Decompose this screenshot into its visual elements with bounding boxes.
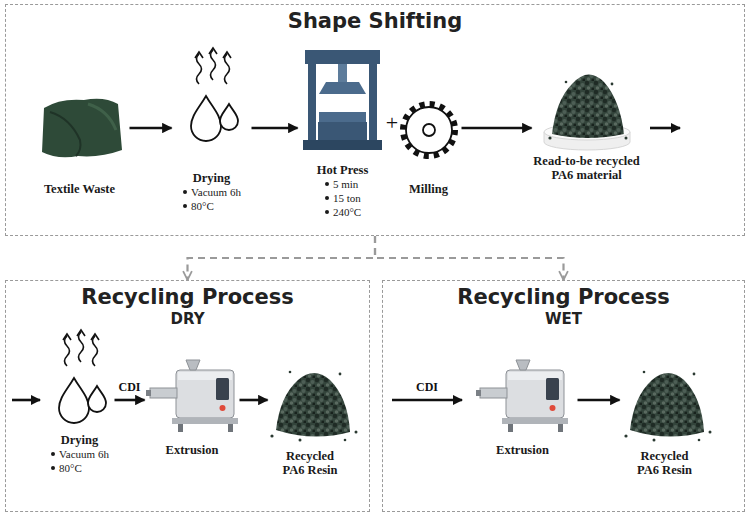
flow-arrow [12, 399, 40, 402]
flow-arrow [578, 399, 620, 402]
step-detail: 5 min [324, 177, 358, 191]
branch-connector [375, 236, 564, 280]
flow-arrow [115, 399, 145, 402]
flow-arrow [462, 127, 532, 130]
plus-sign: + [386, 112, 398, 134]
step-label: Recycled PA6 Resin [629, 449, 701, 477]
step-detail: 80°C [50, 461, 82, 475]
step-label: Drying [193, 171, 231, 185]
resin-granules [270, 371, 357, 442]
box-title: Recycling Process [457, 284, 670, 310]
process-step: Milling [396, 88, 462, 196]
additive-label: CDI [416, 381, 438, 394]
box-subtitle: WET [545, 310, 582, 328]
press-column [308, 64, 316, 142]
granule [625, 137, 628, 140]
dashed-group-box: Recycling ProcessWET Extrusion Recycled PA… [382, 280, 745, 512]
extruder-machine [146, 360, 238, 432]
press-column [369, 64, 377, 142]
step-label: Read-to-be recycled PA6 material [532, 154, 642, 182]
box-title: Recycling Process [81, 284, 294, 310]
step-label: Recycled PA6 Resin [274, 449, 346, 477]
step-label: Extrusion [496, 443, 549, 457]
flow-arrow [650, 127, 680, 130]
flow-arrow [240, 399, 268, 402]
process-step: Textile Waste [30, 88, 130, 196]
step-label: Textile Waste [44, 182, 115, 196]
flow-arrow [130, 127, 172, 130]
press-block [318, 122, 367, 140]
press-platen [319, 82, 366, 94]
flow-arrow [392, 399, 462, 402]
step-label: Drying [61, 433, 99, 447]
detail-list: Vacuum 6h80°C [50, 447, 109, 475]
granule [611, 83, 614, 86]
step-detail: Vacuum 6h [50, 447, 109, 461]
step-detail: 80°C [182, 199, 214, 213]
process-step: DryingVacuum 6h80°C [172, 48, 252, 213]
process-step: Read-to-be recycled PA6 material [532, 52, 642, 182]
cloth-fold [88, 104, 116, 130]
process-step: Extrusion [145, 352, 240, 457]
saw-teeth [403, 104, 455, 156]
cloth-fold [50, 112, 81, 156]
detail-list: 5 min15 ton240°C [324, 177, 361, 219]
edge-label: CDI [118, 381, 140, 394]
detail-list: Vacuum 6h80°C [182, 185, 241, 213]
saw-hole [423, 124, 435, 136]
step-detail: Vacuum 6h [182, 185, 241, 199]
step-label: Extrusion [166, 443, 219, 457]
box-subtitle: DRY [170, 310, 204, 328]
dashed-group-box: Shape ShiftingTextile Waste DryingVacuum … [5, 4, 745, 236]
press-platen [319, 112, 366, 122]
process-step: Recycled PA6 Resin [620, 352, 710, 477]
press-beam [305, 50, 380, 64]
branch-connector [188, 236, 376, 280]
step-label: Milling [409, 182, 448, 196]
granule [548, 136, 551, 139]
process-step: Hot Press5 min15 ton240°C [298, 44, 388, 219]
granule [565, 81, 568, 84]
step-detail: 240°C [324, 205, 361, 219]
material-pile [552, 74, 624, 138]
dashed-group-box: Recycling ProcessDRY DryingVacuum 6h80°C E… [5, 280, 370, 512]
box-title: Shape Shifting [288, 8, 462, 34]
process-step: Extrusion [468, 352, 578, 457]
press-piston [338, 64, 347, 82]
flow-arrow [252, 127, 298, 130]
extruder-machine [476, 360, 568, 432]
process-step: Recycled PA6 Resin [268, 352, 353, 477]
resin-granules [624, 371, 711, 442]
saw-blade [406, 107, 452, 153]
step-label: Hot Press [317, 163, 369, 177]
drying-icon [59, 330, 106, 423]
step-detail: 15 ton [324, 191, 361, 205]
press-base [303, 140, 382, 150]
process-step: DryingVacuum 6h80°C [45, 340, 115, 475]
drying-icon [191, 48, 238, 141]
textile-cloth [42, 99, 122, 158]
